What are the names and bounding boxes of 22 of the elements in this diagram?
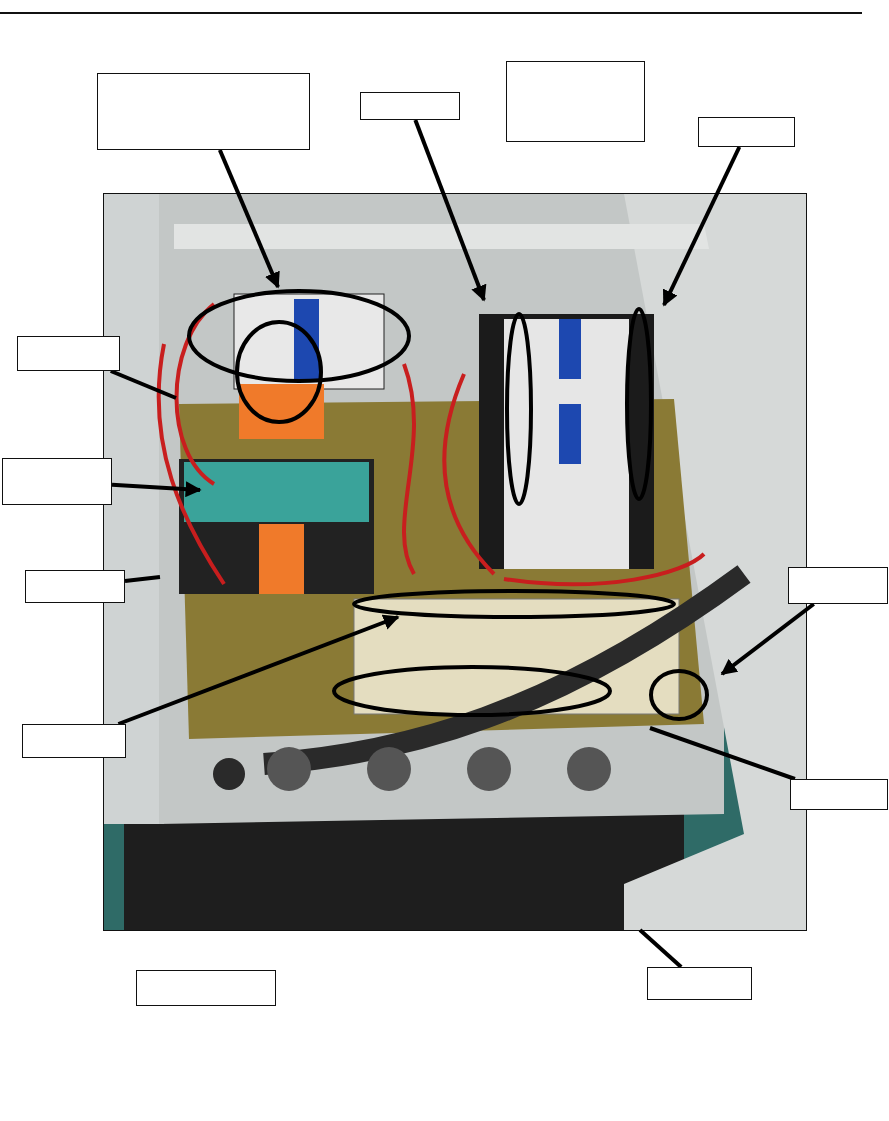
label-box bbox=[97, 73, 310, 150]
leader-line bbox=[638, 928, 683, 969]
leader-arrow bbox=[117, 614, 400, 726]
label-box bbox=[790, 779, 888, 810]
leader-line bbox=[124, 575, 161, 583]
label-box bbox=[647, 967, 752, 1000]
label-box bbox=[17, 336, 120, 371]
label-box bbox=[788, 567, 888, 604]
label-box bbox=[22, 724, 126, 758]
leader-line bbox=[649, 726, 796, 781]
leader-arrow bbox=[662, 146, 742, 307]
label-box bbox=[136, 970, 276, 1006]
control-panel-photo-placeholder bbox=[103, 193, 807, 931]
leader-arrow bbox=[218, 149, 280, 289]
label-box bbox=[25, 570, 125, 603]
label-box bbox=[506, 61, 645, 142]
label-box bbox=[360, 92, 460, 120]
leader-arrow bbox=[413, 119, 487, 302]
leader-line bbox=[110, 369, 177, 400]
label-box bbox=[698, 117, 795, 147]
leader-arrow bbox=[111, 481, 202, 498]
label-box bbox=[2, 458, 112, 505]
